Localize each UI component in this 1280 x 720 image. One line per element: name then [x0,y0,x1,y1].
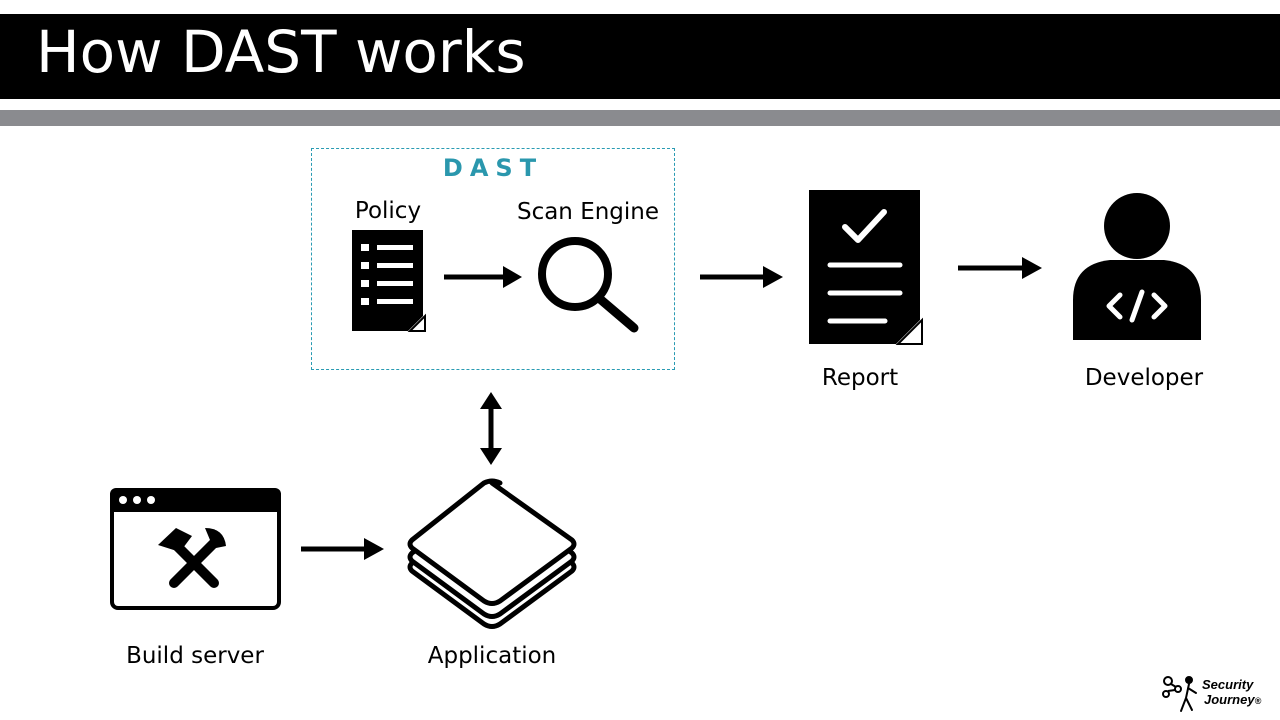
security-journey-logo-icon [1162,676,1197,712]
build-server-label: Build server [126,643,264,669]
policy-label: Policy [354,198,422,224]
magnifier-icon [538,237,639,333]
application-label: Application [427,643,557,669]
title-bar [0,14,1280,99]
accent-bar [0,110,1280,126]
logo-registered-mark: ® [1254,696,1262,706]
developer-icon [1073,193,1201,340]
document-list-icon [352,230,426,332]
developer-label: Developer [1084,365,1204,391]
stack-layers-icon [407,478,577,629]
page-title: How DAST works [36,18,526,86]
logo-line-1: Security [1202,677,1254,692]
logo-line-2-wrap: Journey® [1202,692,1261,709]
scan-engine-label: Scan Engine [516,199,660,225]
arrow-report-to-developer [958,257,1042,279]
checklist-report-icon [809,190,923,345]
dast-group-box [311,148,675,370]
build-window-icon [110,488,281,610]
logo-text: Security Journey® [1202,677,1261,709]
tools-icon [158,528,226,588]
logo-line-2: Journey [1204,692,1255,707]
report-label: Report [821,365,899,391]
arrow-dast-to-report [700,266,783,288]
arrow-dast-application [480,392,502,465]
arrow-build-to-application [301,538,384,560]
dast-label: DAST [442,154,544,182]
arrow-policy-to-scan [444,266,522,288]
